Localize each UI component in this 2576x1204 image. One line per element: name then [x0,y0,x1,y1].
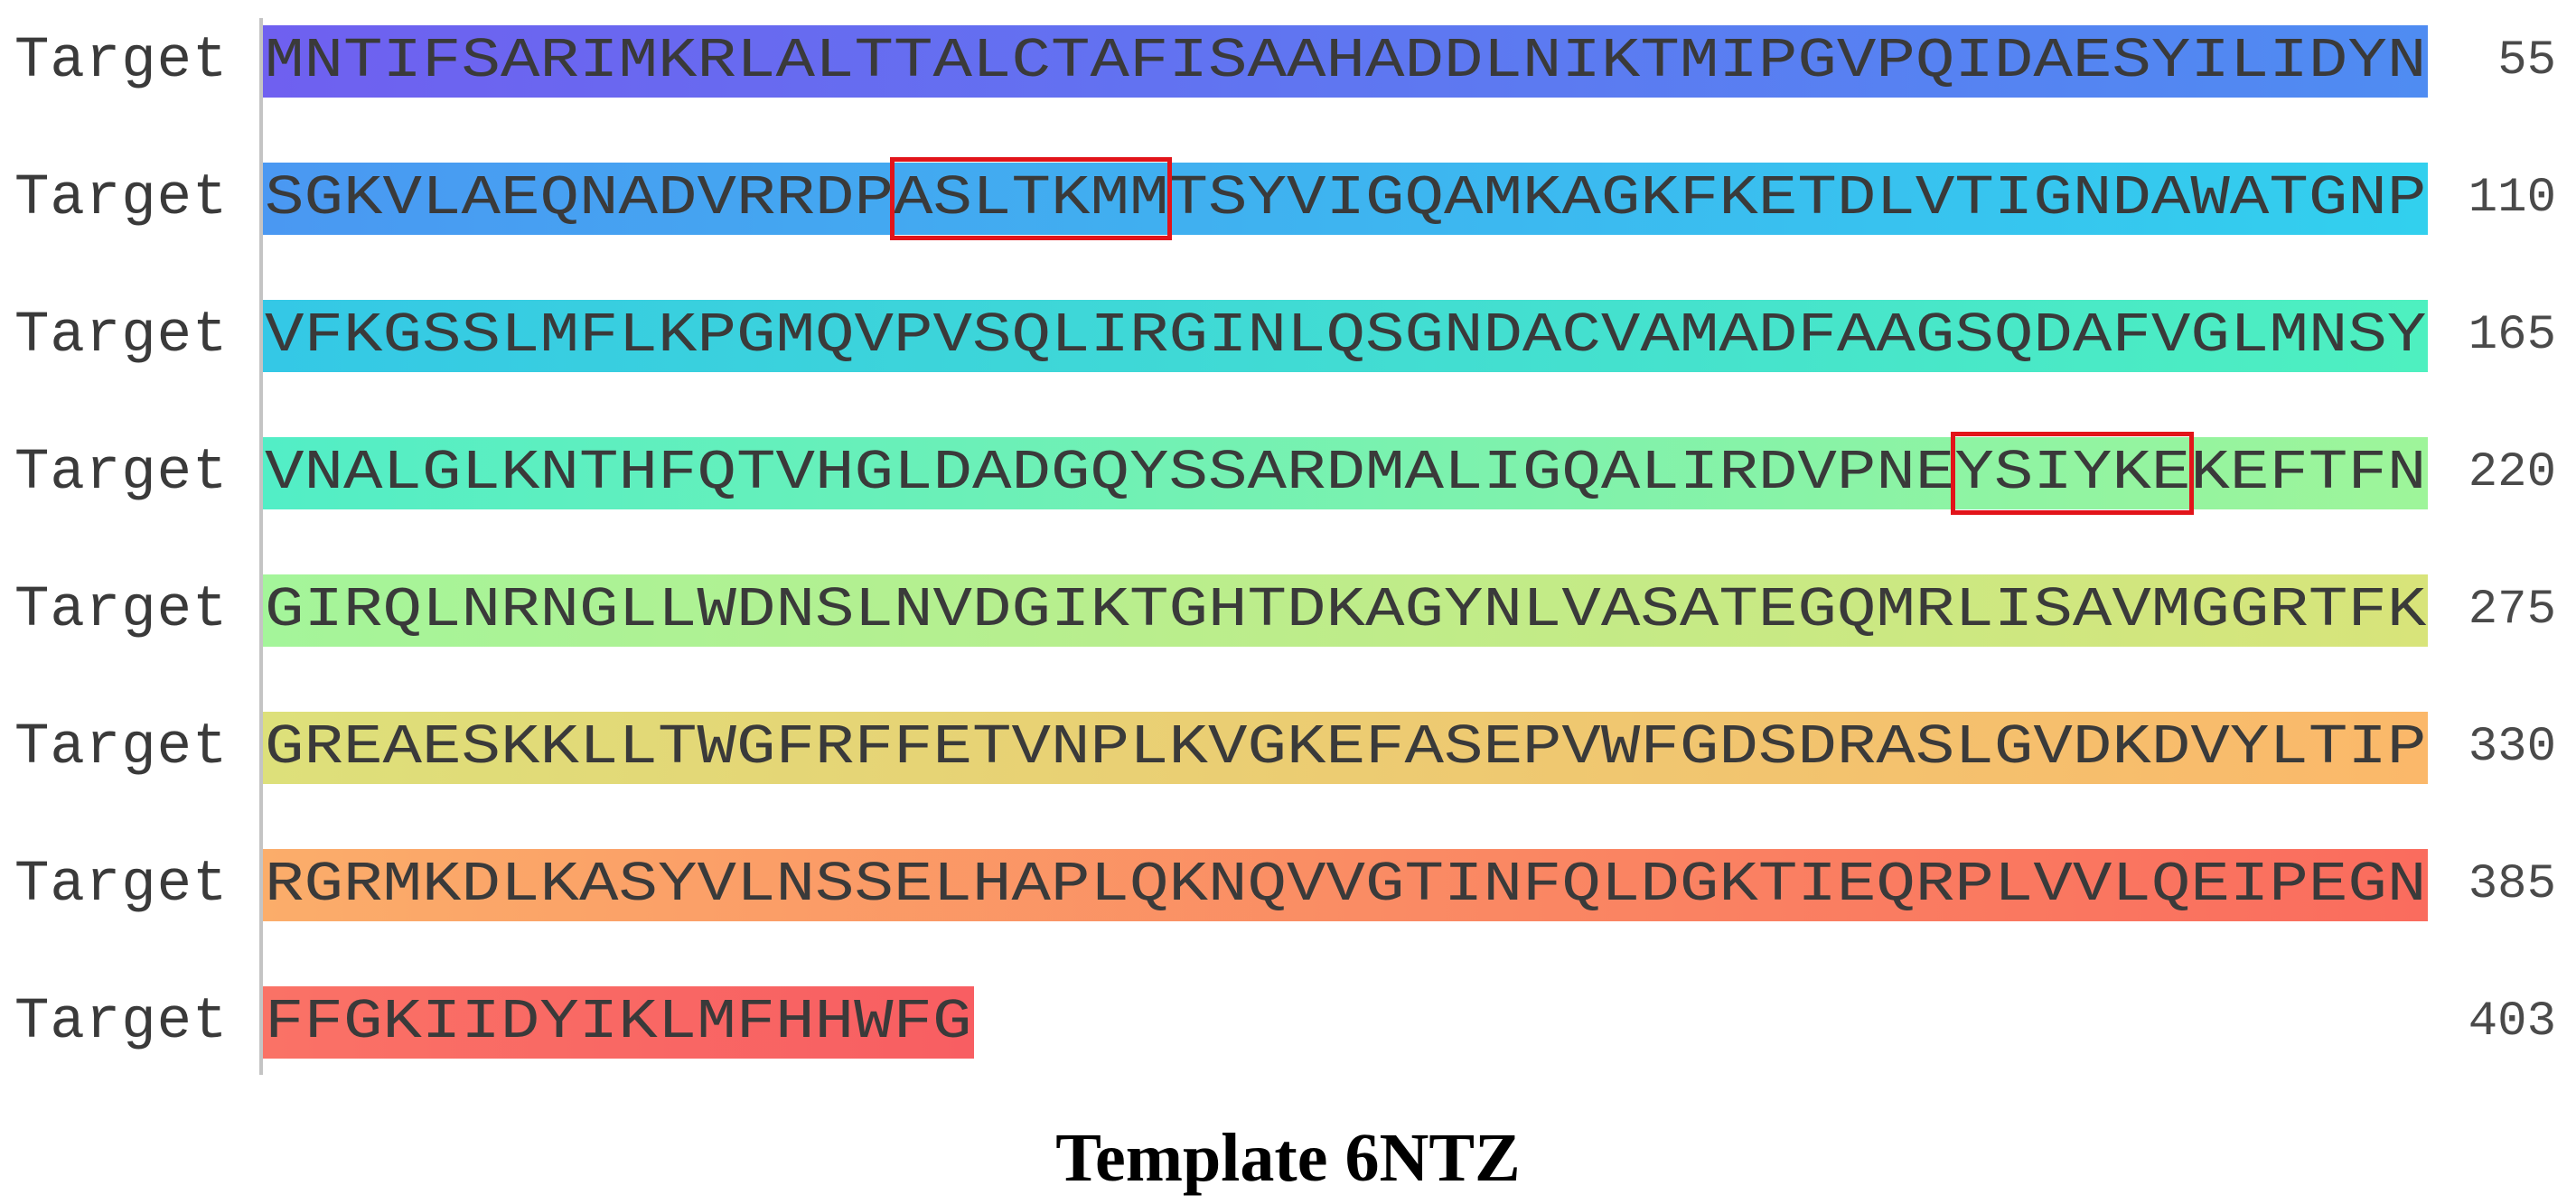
residue-end-number: 403 [2468,994,2556,1050]
figure-title: Template 6NTZ [1055,1120,1521,1196]
alignment-row: Target VFKGSSLMFLKPGMQVPVSQLIRGINLQSGNDAC… [0,300,2576,372]
row-label: Target [14,578,229,643]
residue-end-number: 55 [2497,33,2556,89]
residue-end-number: 165 [2468,308,2556,363]
alignment-row: Target VNALGLKNTHFQTVHGLDADGQYSSARDMALIGQ… [0,437,2576,509]
sequence-color-band [263,574,2428,647]
row-label: Target [14,166,229,231]
residue-end-number: 275 [2468,583,2556,638]
alignment-row: Target RGRMKDLKASYVLNSSELHAPLQKNQVVGTINFQ… [0,849,2576,921]
sequence-color-band [263,986,974,1059]
residue-end-number: 385 [2468,857,2556,912]
alignment-row: Target GREAESKKLLTWGFRFFETVNPLKVGKEFASEPV… [0,712,2576,784]
sequence-text: VFKGSSLMFLKPGMQVPVSQLIRGINLQSGNDACVAMADF… [265,303,2427,368]
sequence-color-band [263,712,2428,784]
sequence-text: FFGKIIDYIKLMFHHWFG [265,990,972,1054]
alignment-row: Target MNTIFSARIMKRLALTTALCTAFISAAHADDLNI… [0,25,2576,98]
row-label: Target [14,441,229,506]
row-label: Target [14,853,229,918]
sequence-text: RGRMKDLKASYVLNSSELHAPLQKNQVVGTINFQLDGKTI… [265,853,2427,917]
motif-highlight-box [1951,432,2195,515]
sequence-text: VNALGLKNTHFQTVHGLDADGQYSSARDMALIGQALIRDV… [265,441,2427,505]
sequence-text: SGKVLAEQNADVRRDPASLTKMMTSYVIGQAMKAGKFKET… [265,166,2427,230]
row-label: Target [14,990,229,1055]
sequence-text: MNTIFSARIMKRLALTTALCTAFISAAHADDLNIKTMIPG… [265,29,2427,93]
alignment-row: Target GIRQLNRNGLLWDNSLNVDGIKTGHTDKAGYNLV… [0,574,2576,647]
row-label: Target [14,29,229,94]
sequence-text: GREAESKKLLTWGFRFFETVNPLKVGKEFASEPVWFGDSD… [265,715,2427,779]
alignment-row: Target SGKVLAEQNADVRRDPASLTKMMTSYVIGQAMKA… [0,163,2576,235]
label-divider-line [259,18,263,1075]
row-label: Target [14,303,229,369]
sequence-text: GIRQLNRNGLLWDNSLNVDGIKTGHTDKAGYNLVASATEG… [265,578,2427,642]
sequence-color-band [263,163,2428,235]
sequence-color-band [263,849,2428,921]
alignment-row: Target FFGKIIDYIKLMFHHWFG 403 [0,986,2576,1059]
sequence-color-band [263,437,2428,509]
residue-end-number: 330 [2468,720,2556,775]
sequence-color-band [263,25,2428,98]
residue-end-number: 220 [2468,445,2556,500]
motif-highlight-box [889,157,1173,240]
residue-end-number: 110 [2468,171,2556,226]
row-label: Target [14,715,229,780]
sequence-color-band [263,300,2428,372]
